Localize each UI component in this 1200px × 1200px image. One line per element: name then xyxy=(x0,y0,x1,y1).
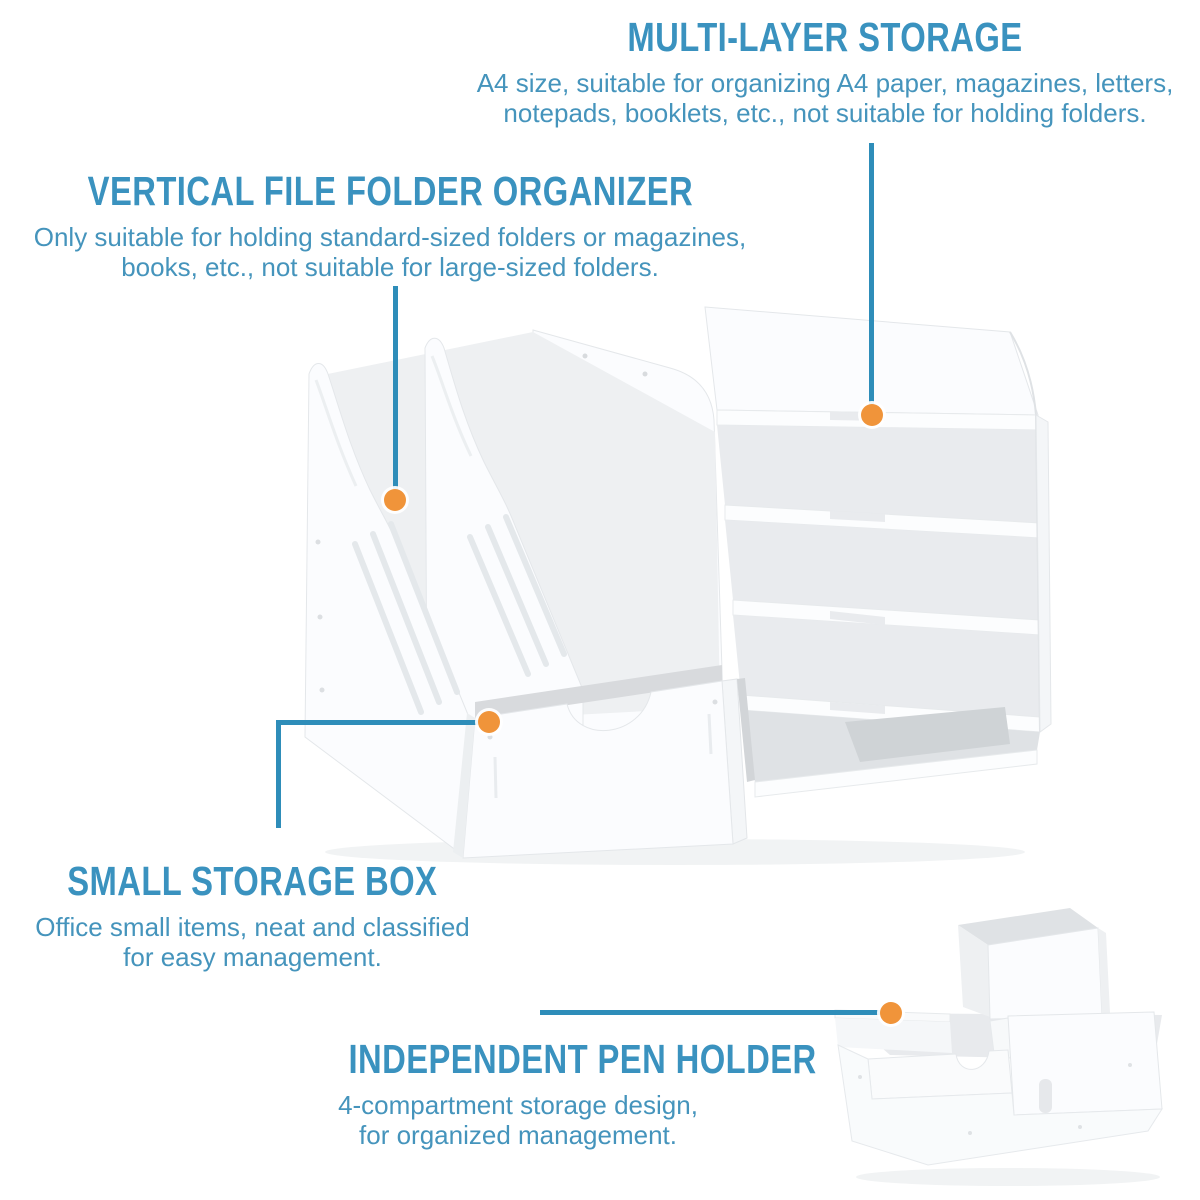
callout-title: INDEPENDENT PEN HOLDER xyxy=(348,1036,817,1082)
pen-holder-base xyxy=(837,1044,1163,1166)
leader-line-small-box-h xyxy=(276,720,484,725)
callout-title: MULTI-LAYER STORAGE xyxy=(627,14,1023,60)
callout-vertical-file-folder-organizer: VERTICAL FILE FOLDER ORGANIZER Only suit… xyxy=(0,168,780,282)
storage-drawer xyxy=(453,665,755,859)
callout-desc-line2: books, etc., not suitable for large-size… xyxy=(121,252,659,282)
callout-desc-line2: notepads, booklets, etc., not suitable f… xyxy=(503,98,1147,128)
callout-desc-line2: for easy management. xyxy=(123,942,382,972)
callout-desc-line1: Office small items, neat and classified xyxy=(35,912,470,942)
callout-title: SMALL STORAGE BOX xyxy=(67,858,438,904)
back-compartment xyxy=(958,908,1110,1020)
compartment-walls xyxy=(834,1009,1163,1116)
right-wall-edge xyxy=(1009,331,1041,733)
desk-organizer-illustration xyxy=(304,306,1052,865)
leader-line-vertical-organizer xyxy=(393,286,398,490)
callout-desc-line1: A4 size, suitable for organizing A4 pape… xyxy=(476,68,1174,98)
front-left-wall xyxy=(867,1049,1013,1100)
marker-dot-pen-holder xyxy=(880,1002,902,1024)
tray-unit xyxy=(704,306,1052,798)
callout-independent-pen-holder: INDEPENDENT PEN HOLDER 4-compartment sto… xyxy=(290,1036,817,1150)
bottom-mat xyxy=(845,707,1010,762)
marker-dot-small-box xyxy=(478,711,500,733)
marker-dot-multi-layer xyxy=(861,404,883,426)
file-divider xyxy=(424,337,584,755)
callout-desc-line2: for organized management. xyxy=(359,1120,677,1150)
callout-desc-line1: Only suitable for holding standard-sized… xyxy=(33,222,747,252)
leader-line-multi-layer xyxy=(869,143,874,407)
callout-small-storage-box: SMALL STORAGE BOX Office small items, ne… xyxy=(0,858,505,972)
wall-slot xyxy=(1039,1079,1052,1113)
leader-line-small-box-v xyxy=(276,720,281,828)
marker-dot-vertical-organizer xyxy=(384,489,406,511)
callout-multi-layer-storage: MULTI-LAYER STORAGE A4 size, suitable fo… xyxy=(420,14,1200,128)
drawer-front xyxy=(462,680,734,859)
callout-desc-line1: 4-compartment storage design, xyxy=(338,1090,698,1120)
callout-title: VERTICAL FILE FOLDER ORGANIZER xyxy=(87,168,693,214)
pen-holder-illustration xyxy=(834,908,1163,1186)
leader-line-pen-holder xyxy=(540,1010,882,1015)
left-wall xyxy=(304,363,472,858)
